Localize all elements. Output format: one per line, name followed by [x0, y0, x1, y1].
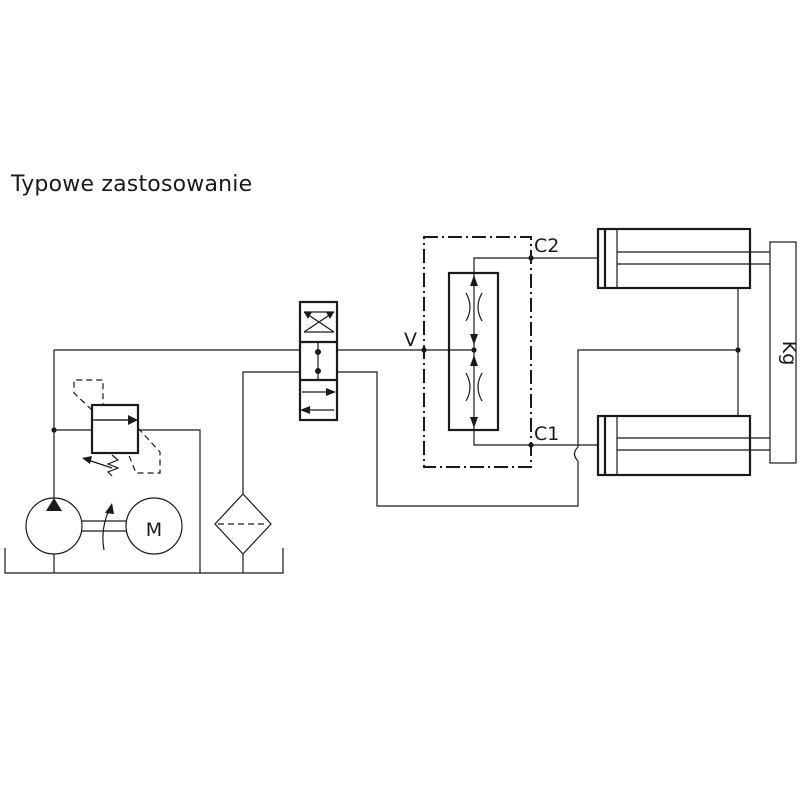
- cylinder-upper: [596, 227, 770, 290]
- port-v-label: V: [404, 329, 417, 351]
- cylinder-feed-lines: [531, 257, 598, 446]
- directional-valve: [298, 300, 339, 422]
- cylinder-lower: [596, 414, 770, 477]
- port-c1-label: C1: [534, 423, 559, 445]
- supply-line: [337, 347, 738, 507]
- motor-label: M: [146, 519, 162, 541]
- filter: [214, 371, 300, 573]
- load-block: Kg: [769, 241, 800, 464]
- pressure-line: [51, 349, 300, 498]
- port-c2-label: C2: [534, 235, 559, 257]
- cylinder-return-line: [735, 288, 741, 416]
- rotation-arrow-icon: [102, 503, 114, 551]
- relief-valve: [73, 379, 201, 573]
- electric-motor: M: [125, 497, 183, 555]
- diagram-title: Typowe zastosowanie: [11, 172, 253, 197]
- flow-divider: [423, 236, 534, 468]
- load-label: Kg: [778, 341, 800, 366]
- tank-line: [4, 548, 284, 574]
